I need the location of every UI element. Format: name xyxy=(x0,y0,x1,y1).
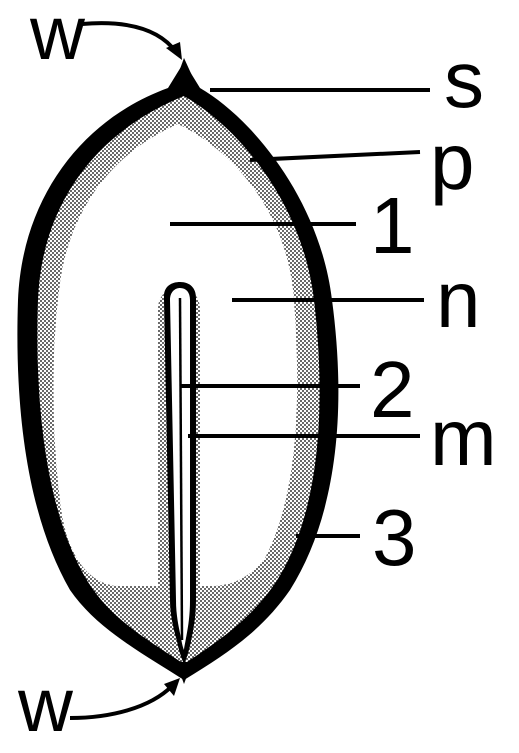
arrow-top xyxy=(82,23,176,52)
label-w-bottom: w xyxy=(18,668,73,744)
label-w-top: w xyxy=(30,0,85,72)
label-s: s xyxy=(444,40,484,120)
arrow-bottom xyxy=(70,686,172,718)
label-p: p xyxy=(430,122,475,202)
leader-p xyxy=(250,152,420,160)
label-1: 1 xyxy=(370,186,415,266)
label-2: 2 xyxy=(370,350,415,430)
top-tip xyxy=(176,58,194,80)
label-n: n xyxy=(436,260,481,340)
label-m: m xyxy=(430,398,497,478)
label-3: 3 xyxy=(372,498,417,578)
